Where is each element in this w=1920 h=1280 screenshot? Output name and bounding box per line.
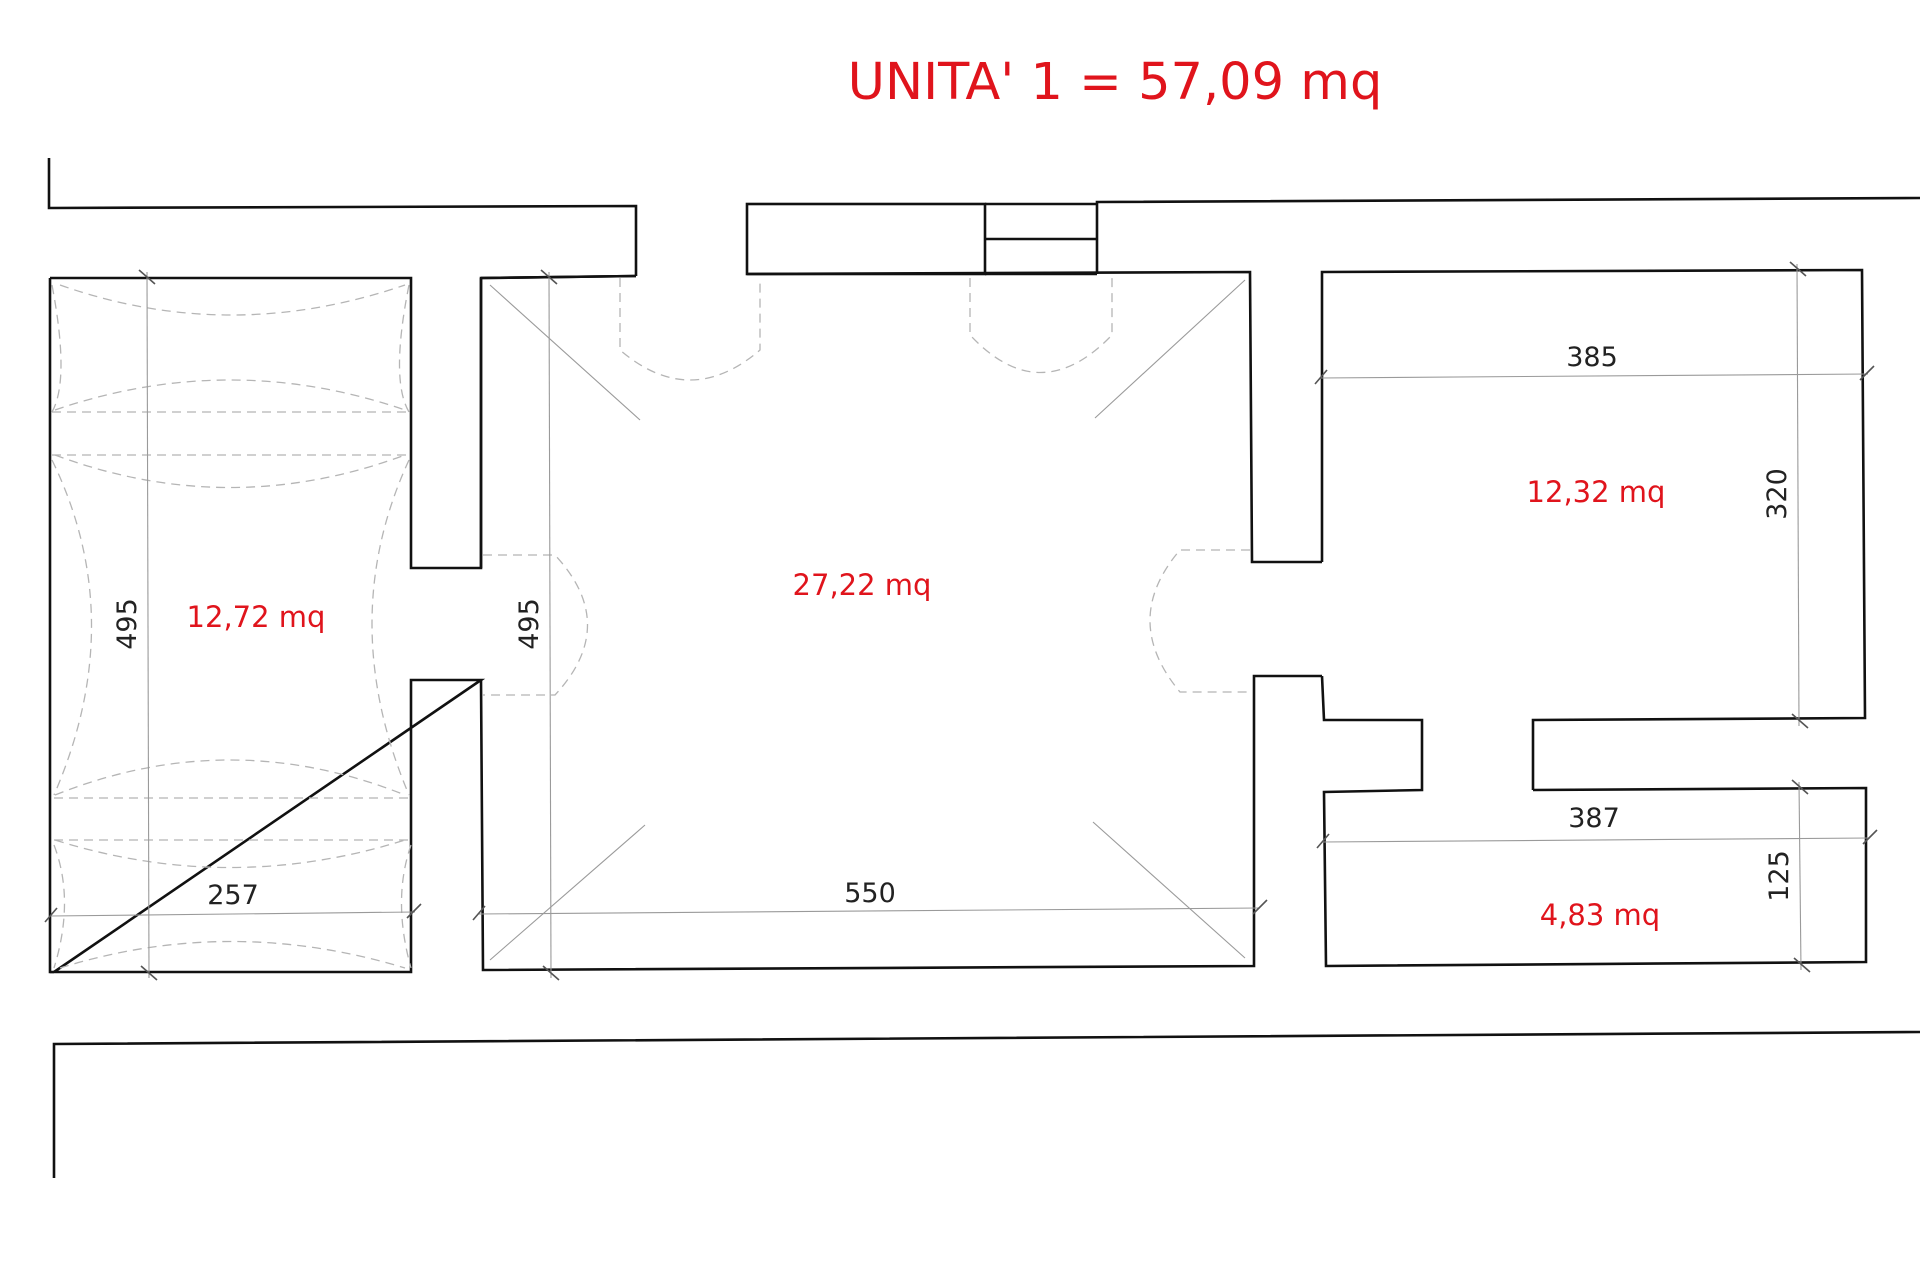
right-rooms: 12,32 mq 385 320 4,83 mq 387 125 xyxy=(1314,261,1878,973)
central-room-width: 550 xyxy=(844,878,896,909)
unit-title: UNITA' 1 = 57,09 mq xyxy=(848,53,1383,112)
left-room-width: 257 xyxy=(207,880,259,911)
left-room-height: 495 xyxy=(112,598,143,650)
left-room-area: 12,72 mq xyxy=(187,600,326,634)
central-room-height: 495 xyxy=(514,598,545,650)
lower-right-room-width: 387 xyxy=(1568,803,1620,834)
lower-right-room-area: 4,83 mq xyxy=(1540,898,1660,932)
upper-right-room-height: 320 xyxy=(1762,468,1793,520)
upper-right-room-width: 385 xyxy=(1566,342,1618,373)
central-room-area: 27,22 mq xyxy=(793,568,932,602)
outer-walls xyxy=(47,158,1920,1178)
upper-right-room-area: 12,32 mq xyxy=(1527,475,1666,509)
central-room: 27,22 mq 550 495 xyxy=(472,269,1322,981)
lower-right-room-height: 125 xyxy=(1764,850,1795,902)
left-room: 12,72 mq 257 495 xyxy=(44,269,637,981)
